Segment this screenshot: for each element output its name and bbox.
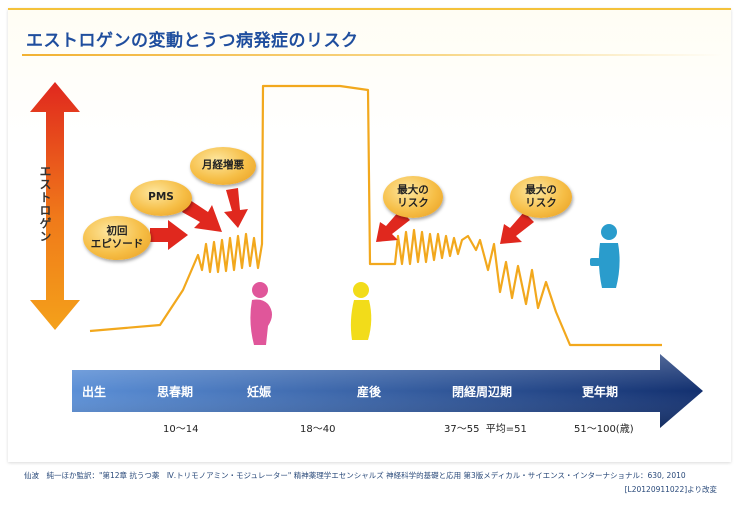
bubble-max-risk-2: 最大の リスク <box>510 176 572 218</box>
bubble-first-episode: 初回 エピソード <box>83 216 151 260</box>
stage-perimenopause: 閉経周辺期 <box>452 385 513 399</box>
stage-pregnancy: 妊娠 <box>247 385 272 399</box>
stage-postpartum: 産後 <box>357 385 382 399</box>
pregnant-woman-figure <box>250 282 272 345</box>
red-arrow-max-risk-2 <box>500 212 534 244</box>
estrogen-curve <box>89 84 662 347</box>
elderly-woman-figure <box>590 224 620 288</box>
reference-code: [L20120911022]より改変 <box>624 485 717 494</box>
postpartum-woman-figure <box>350 282 372 340</box>
age-menopause: 51〜100(歳) <box>574 424 634 435</box>
stage-menopause: 更年期 <box>582 385 619 399</box>
red-arrow-pms <box>182 200 222 232</box>
stage-puberty: 思春期 <box>157 385 194 399</box>
red-arrow-max-risk-1 <box>376 210 410 242</box>
bubble-max-risk-1: 最大の リスク <box>383 176 443 218</box>
title-underline <box>22 54 722 56</box>
estrogen-axis-arrow <box>30 82 80 330</box>
red-arrow-menstrual <box>224 188 248 228</box>
age-pregnancy: 18〜40 <box>300 424 336 435</box>
bubble-menstrual: 月経増悪 <box>190 147 256 185</box>
bubble-pms: PMS <box>130 180 192 216</box>
page-title: エストロゲンの変動とうつ病発症のリスク <box>26 31 359 51</box>
estrogen-axis-label: エストロゲン <box>38 165 52 243</box>
stage-birth: 出生 <box>82 385 107 399</box>
citation-text: 仙波 純一ほか監訳："第12章 抗うつ薬 Ⅳ.トリモノアミン・モジュレーター" … <box>24 471 686 480</box>
red-arrow-first-episode <box>150 220 188 250</box>
age-puberty: 10〜14 <box>163 424 199 435</box>
age-perimenopause: 37〜55 平均=51 <box>444 424 527 435</box>
